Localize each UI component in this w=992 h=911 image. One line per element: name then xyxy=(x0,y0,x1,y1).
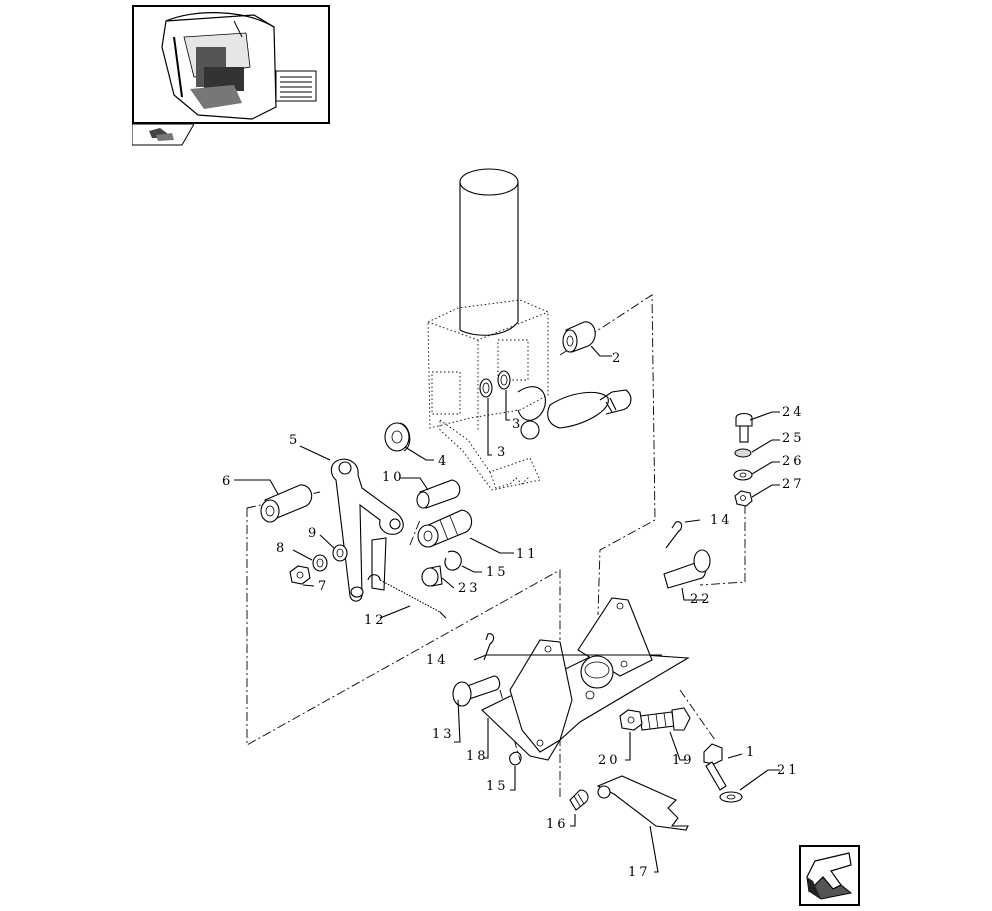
bolt-part-24 xyxy=(735,412,753,443)
callout-26: 26 xyxy=(782,454,805,469)
callout-14-right: 14 xyxy=(710,513,733,528)
callout-16: 16 xyxy=(546,817,569,832)
spring-part-12 xyxy=(367,574,447,619)
callout-8: 8 xyxy=(276,541,287,556)
callout-3-b: 3 xyxy=(512,417,523,432)
callout-4: 4 xyxy=(438,454,449,469)
bushing-part-2 xyxy=(562,321,596,353)
cotter-pin-part-14-right xyxy=(665,521,683,549)
circlip-part-15-upper xyxy=(444,550,462,571)
callout-labels: 2 3 3 4 5 6 7 8 9 10 11 12 13 14 14 15 1… xyxy=(222,351,805,880)
grease-fitting-part-16 xyxy=(569,789,589,811)
washer-part-4 xyxy=(384,422,411,452)
nut-part-20 xyxy=(619,709,643,731)
callout-1: 1 xyxy=(746,745,757,760)
clevis-pin-part-22 xyxy=(663,549,711,589)
clevis-pin-part-13 xyxy=(452,675,501,707)
leader-lines xyxy=(234,345,780,873)
washer-part-21 xyxy=(719,791,743,803)
washer-part-25 xyxy=(734,448,752,458)
callout-22: 22 xyxy=(690,592,713,607)
previous-page-arrow-icon[interactable] xyxy=(799,845,860,906)
callout-23: 23 xyxy=(458,581,481,596)
callout-15-lower: 15 xyxy=(486,779,509,794)
detent-plate-part-17 xyxy=(596,775,689,831)
nut-part-27 xyxy=(734,490,753,507)
callout-18: 18 xyxy=(466,749,489,764)
nut-part-7 xyxy=(289,565,311,585)
callout-17: 17 xyxy=(628,865,651,880)
washer-part-8 xyxy=(312,554,328,572)
callout-15-upper: 15 xyxy=(486,565,509,580)
roller-part-11 xyxy=(417,509,473,548)
pin-part-10 xyxy=(416,479,461,509)
callout-19: 19 xyxy=(672,753,695,768)
callout-25: 25 xyxy=(782,431,805,446)
base-bracket-part-18 xyxy=(481,597,690,761)
washer-part-26 xyxy=(733,469,753,481)
bolt-part-19 xyxy=(639,707,691,731)
lever-part-5 xyxy=(330,458,404,602)
pedal-knob xyxy=(520,389,632,440)
bolt-part-1 xyxy=(703,743,727,791)
circlip-part-15-lower xyxy=(509,751,522,766)
callout-6: 6 xyxy=(222,474,233,489)
callout-10: 10 xyxy=(382,470,405,485)
bushing-part-6 xyxy=(260,484,313,523)
callout-24: 24 xyxy=(782,405,805,420)
callout-7: 7 xyxy=(318,579,329,594)
pedal-column-housing xyxy=(427,168,549,491)
cab-overview-thumbnail[interactable] xyxy=(132,5,330,124)
callout-2: 2 xyxy=(612,351,623,366)
callout-9: 9 xyxy=(308,526,319,541)
callout-12: 12 xyxy=(364,613,387,628)
callout-14-left: 14 xyxy=(426,653,449,668)
callout-5: 5 xyxy=(289,433,300,448)
assembly-book-icon[interactable] xyxy=(131,123,195,146)
callout-3-a: 3 xyxy=(497,445,508,460)
callout-11: 11 xyxy=(516,547,539,562)
callout-13: 13 xyxy=(432,727,455,742)
callout-27: 27 xyxy=(782,477,805,492)
washer-part-9 xyxy=(332,544,348,562)
washers-part-3 xyxy=(479,370,511,398)
bushing-part-23 xyxy=(421,565,443,587)
cotter-pin-part-14-left xyxy=(483,633,495,661)
callout-20: 20 xyxy=(598,753,621,768)
callout-21: 21 xyxy=(777,763,800,778)
